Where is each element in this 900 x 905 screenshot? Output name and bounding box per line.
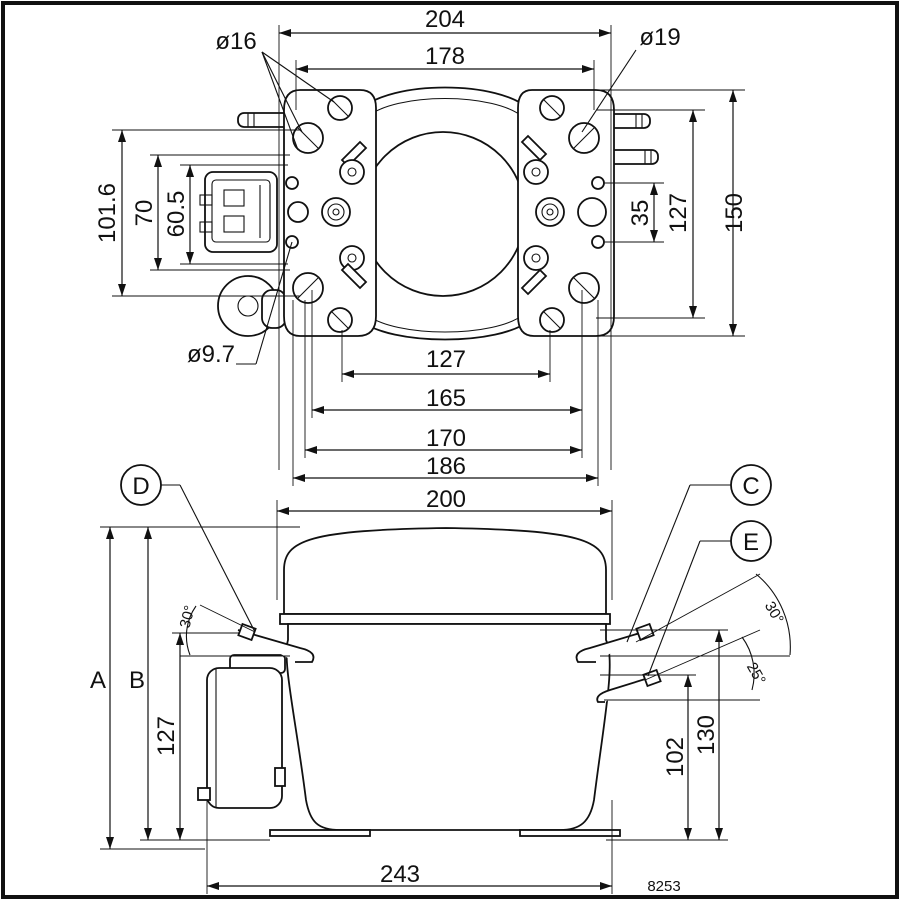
dim-243: 243 bbox=[380, 861, 420, 888]
callout-d: D bbox=[132, 473, 149, 500]
dim-130: 130 bbox=[693, 715, 720, 755]
dim-102: 102 bbox=[662, 737, 689, 777]
side-lower-body bbox=[285, 623, 611, 831]
angle-right-30: 30° bbox=[761, 599, 787, 627]
dim-127-bottom: 127 bbox=[426, 346, 466, 373]
protector bbox=[217, 275, 287, 337]
callout-c: C bbox=[742, 473, 759, 500]
side-tubes bbox=[237, 622, 662, 703]
dim-35: 35 bbox=[627, 200, 654, 227]
dim-b: B bbox=[129, 667, 145, 694]
dim-186: 186 bbox=[426, 453, 466, 480]
center-circle bbox=[360, 131, 526, 297]
hole-label-d19: ø19 bbox=[639, 24, 680, 51]
dim-101-6: 101.6 bbox=[94, 183, 121, 243]
dim-165: 165 bbox=[426, 385, 466, 412]
dim-60-5: 60.5 bbox=[163, 191, 190, 238]
angle-right-25: 25° bbox=[743, 660, 769, 688]
dim-178: 178 bbox=[425, 43, 465, 70]
terminal-box bbox=[199, 171, 278, 253]
top-view: 204 178 ø16 ø19 ø9.7 150 127 bbox=[94, 6, 748, 486]
dim-70: 70 bbox=[131, 200, 158, 227]
dim-170: 170 bbox=[426, 425, 466, 452]
callout-e: E bbox=[743, 529, 759, 556]
dim-150: 150 bbox=[721, 193, 748, 233]
hole-label-d16: ø16 bbox=[215, 28, 256, 55]
side-view: 200 D C bbox=[90, 464, 791, 894]
side-terminal-box bbox=[206, 667, 283, 809]
dim-a: A bbox=[90, 667, 106, 694]
dim-127-right: 127 bbox=[665, 193, 692, 233]
angle-left-30: 30° bbox=[177, 604, 199, 630]
dim-204: 204 bbox=[425, 6, 465, 33]
dim-200: 200 bbox=[426, 486, 466, 513]
drawing-number: 8253 bbox=[647, 878, 680, 895]
side-dome bbox=[283, 527, 607, 615]
dim-127-side: 127 bbox=[153, 716, 180, 756]
hole-label-d9-7: ø9.7 bbox=[187, 341, 235, 368]
